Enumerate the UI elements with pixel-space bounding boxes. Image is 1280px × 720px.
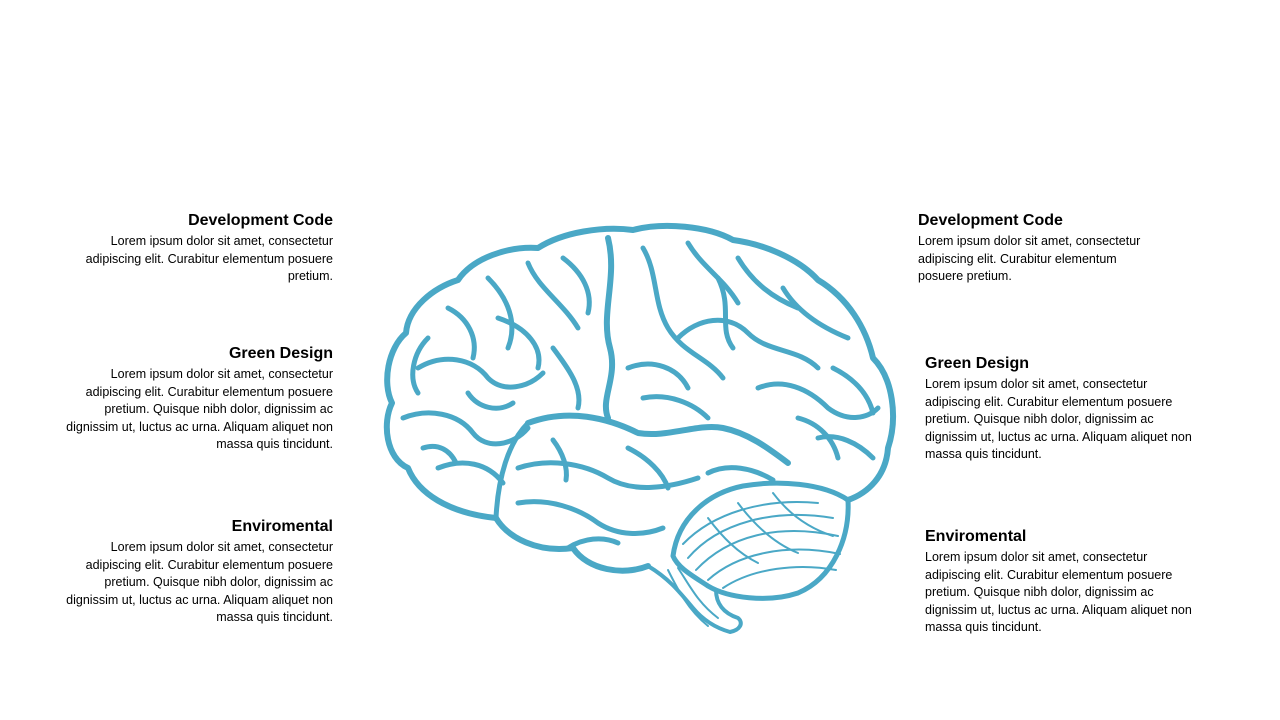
parietal-gyri: [625, 240, 881, 461]
block-title: Enviromental: [925, 528, 1027, 545]
left-block-development-code: Development Code Lorem ipsum dolor sit a…: [53, 211, 333, 286]
temporal-lower: [493, 420, 531, 521]
cerebrum-outline: [383, 222, 896, 521]
block-body: Lorem ipsum dolor sit amet, consectetur …: [85, 234, 333, 283]
right-block-green-design: Green Design Lorem ipsum dolor sit amet,…: [925, 354, 1205, 464]
block-body: Lorem ipsum dolor sit amet, consectetur …: [66, 367, 333, 451]
block-body: Lorem ipsum dolor sit amet, consectetur …: [925, 550, 1192, 634]
block-title: Enviromental: [231, 518, 333, 535]
frontal-gyri: [400, 255, 592, 486]
block-body: Lorem ipsum dolor sit amet, consectetur …: [918, 234, 1141, 283]
block-title: Green Design: [228, 345, 333, 362]
block-title: Green Design: [925, 355, 1030, 372]
right-block-enviromental: Enviromental Lorem ipsum dolor sit amet,…: [925, 527, 1205, 637]
cerebellum-outline: [670, 480, 851, 601]
temporal-gyri: [515, 437, 776, 551]
brain-icon: [378, 218, 904, 642]
block-body: Lorem ipsum dolor sit amet, consectetur …: [925, 377, 1192, 461]
temporal-outline: [493, 515, 651, 574]
left-block-enviromental: Enviromental Lorem ipsum dolor sit amet,…: [53, 517, 333, 627]
lateral-sulcus: [525, 412, 791, 466]
block-title: Development Code: [918, 212, 1063, 229]
block-body: Lorem ipsum dolor sit amet, consectetur …: [66, 540, 333, 624]
central-sulcus: [602, 235, 616, 421]
block-title: Development Code: [188, 212, 333, 229]
left-block-green-design: Green Design Lorem ipsum dolor sit amet,…: [53, 344, 333, 454]
cerebellum-lines: [682, 492, 841, 589]
right-block-development-code: Development Code Lorem ipsum dolor sit a…: [918, 211, 1198, 286]
